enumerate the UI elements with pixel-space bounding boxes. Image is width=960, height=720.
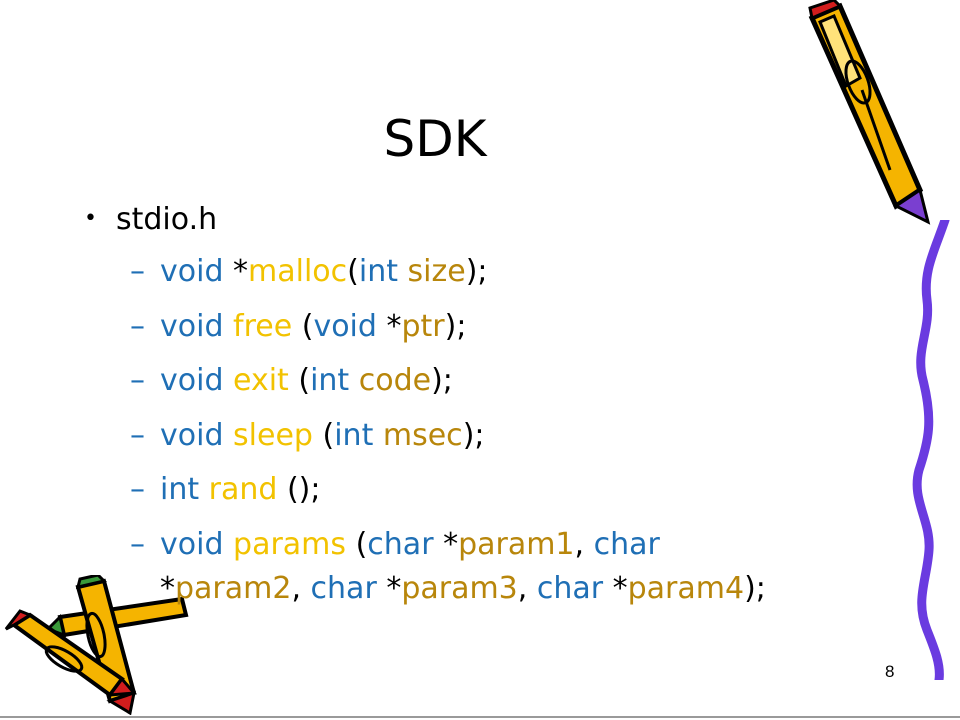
slide-title: SDK: [383, 110, 487, 168]
code-token-keyword: int: [334, 418, 383, 453]
code-token-punct: );: [744, 571, 766, 606]
code-token-keyword: char: [536, 571, 613, 606]
bottom-divider: [0, 716, 960, 718]
code-token-punct: (: [355, 527, 368, 562]
bullet-dot: •: [84, 206, 97, 231]
code-token-function: params: [233, 527, 356, 562]
code-token-function: malloc: [248, 254, 348, 289]
code-token-punct: (: [301, 309, 314, 344]
dash-marker: –: [130, 309, 145, 344]
code-token-param: param2: [175, 571, 292, 606]
code-token-punct: );: [444, 309, 467, 344]
code-token-punct: *: [386, 309, 402, 344]
page-number: 8: [885, 662, 895, 681]
code-token-param: msec: [382, 418, 463, 453]
code-token-punct: );: [431, 363, 453, 398]
code-token-function: exit: [233, 363, 299, 398]
code-token-punct: );: [462, 418, 485, 453]
code-token-param: size: [407, 254, 466, 289]
code-token-punct: *: [612, 571, 628, 606]
pencil-icon: [808, 0, 931, 225]
sub-bullet-item: –void params (char *param1, char: [130, 527, 660, 562]
code-token-punct: (: [347, 254, 359, 289]
code-token-param: param3: [401, 571, 518, 606]
code-token-punct: ();: [286, 472, 321, 507]
code-token-punct: *: [443, 527, 459, 562]
code-token-punct: ,: [517, 571, 537, 606]
sub-bullet-item: –int rand ();: [130, 472, 320, 507]
code-token-punct: *: [160, 571, 175, 606]
sub-bullet-item: –void exit (int code);: [130, 363, 453, 398]
code-token-keyword: char: [593, 527, 660, 562]
code-token-punct: (: [322, 418, 335, 453]
code-token-punct: (: [298, 363, 311, 398]
code-token-param: code: [358, 363, 432, 398]
squiggle-decoration-icon: [912, 220, 950, 680]
code-token-keyword: int: [310, 363, 359, 398]
dash-marker: –: [130, 418, 145, 453]
code-token-keyword: void: [160, 254, 234, 289]
code-token-punct: );: [465, 254, 488, 289]
sub-bullet-item: –void free (void *ptr);: [130, 309, 466, 344]
code-token-keyword: void: [160, 418, 234, 453]
dash-marker: –: [130, 363, 145, 398]
sub-bullet-item: –void *malloc(int size);: [130, 254, 488, 289]
code-token-param: param4: [627, 571, 745, 606]
code-token-param: param1: [458, 527, 575, 562]
code-token-function: rand: [208, 472, 287, 507]
code-token-punct: ,: [291, 571, 311, 606]
dash-marker: –: [130, 254, 145, 289]
code-token-keyword: void: [313, 309, 387, 344]
code-token-punct: *: [386, 571, 402, 606]
sub-bullet-continuation: *param2, char *param3, char *param4);: [160, 571, 766, 606]
code-token-keyword: char: [367, 527, 444, 562]
code-token-keyword: void: [160, 309, 234, 344]
code-token-punct: ,: [574, 527, 594, 562]
code-token-keyword: void: [160, 363, 234, 398]
code-token-keyword: int: [358, 254, 408, 289]
code-token-function: sleep: [233, 418, 323, 453]
code-token-punct: *: [233, 254, 249, 289]
dash-marker: –: [130, 472, 145, 507]
code-token-keyword: char: [310, 571, 387, 606]
bullet-item: • stdio.h: [84, 202, 217, 237]
sub-bullet-item: –void sleep (int msec);: [130, 418, 485, 453]
code-token-keyword: int: [160, 472, 209, 507]
code-token-function: free: [233, 309, 302, 344]
dash-marker: –: [130, 527, 145, 562]
bullet-text: stdio.h: [116, 202, 218, 237]
crossed-pencils-icon: [4, 575, 189, 715]
code-token-keyword: void: [160, 527, 234, 562]
code-token-param: ptr: [401, 309, 445, 344]
